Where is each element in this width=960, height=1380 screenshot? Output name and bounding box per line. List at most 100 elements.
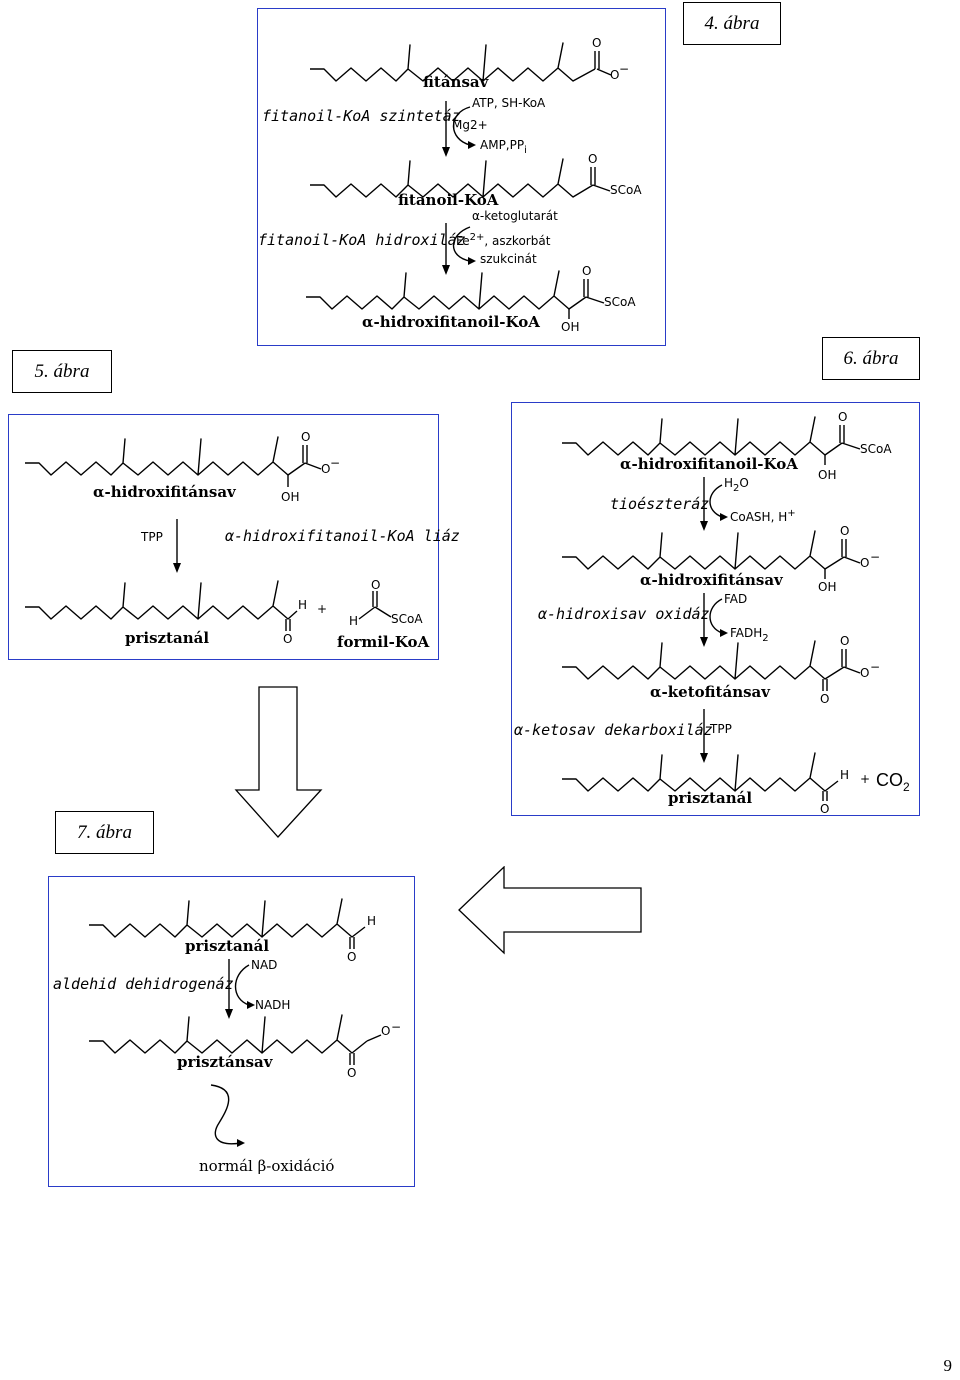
figure-label-6: 6. ábra xyxy=(822,337,920,380)
enzyme-hidroxisav-oxidaz: α-hidroxisav oxidáz xyxy=(538,605,710,623)
compound-prisztanal: prisztanál xyxy=(668,789,752,807)
charge-minus: − xyxy=(870,660,880,674)
compound-fitansav: fitánsav xyxy=(423,73,490,91)
coproduct-co2: CO2 xyxy=(876,770,910,794)
prisztanal-structure xyxy=(25,580,298,620)
atom-o: O xyxy=(860,556,869,570)
hidroxifitanoil-koa-structure xyxy=(306,270,587,310)
charge-minus: − xyxy=(391,1020,401,1034)
enzyme-tioeszteraz: tioészteráz xyxy=(610,495,709,513)
charge-minus: − xyxy=(330,456,340,470)
atom-o: O xyxy=(860,666,869,680)
figure-label-5: 5. ábra xyxy=(12,350,112,393)
atom-o: O xyxy=(347,1066,356,1080)
product-amp: AMP,PPi xyxy=(480,138,527,156)
atom-o: O xyxy=(283,632,292,646)
hidroxifitansav-structure xyxy=(25,436,306,476)
hidroxifitansav-structure xyxy=(562,530,845,570)
atom-o: O xyxy=(321,462,330,476)
atom-o: O xyxy=(840,634,849,648)
product-fadh2: FADH2 xyxy=(730,626,769,644)
figure-label-4: 4. ábra xyxy=(683,2,781,45)
atom-h: H xyxy=(840,768,849,782)
plus-sign: + xyxy=(860,772,870,786)
compound-ketofitansav: α-ketofitánsav xyxy=(650,683,771,701)
left-arrow xyxy=(458,866,642,955)
compound-fitanoil-koa: fitanoil-KoA xyxy=(398,191,499,209)
figure-5-scheme: OH O O − α-hidroxifitánsav TPP α-hidroxi… xyxy=(25,430,460,651)
group-scoa: SCoA xyxy=(604,295,636,309)
figure-label-7: 7. ábra xyxy=(55,811,154,854)
enzyme-ketosav-dekarboxilaz: α-ketosav dekarboxiláz xyxy=(514,721,713,739)
group-oh: OH xyxy=(561,320,579,334)
product-coash: CoASH, H+ xyxy=(730,508,796,524)
side-arrow xyxy=(709,484,723,518)
reagent-water: H2O xyxy=(724,476,749,494)
atom-o: O xyxy=(610,68,619,82)
atom-o: O xyxy=(371,578,380,592)
beta-oxidation-label: normál β-oxidáció xyxy=(199,1157,334,1175)
reagent-nad: NAD xyxy=(251,958,277,972)
prisztansav-structure xyxy=(89,1014,368,1054)
group-oh: OH xyxy=(818,580,836,594)
enzyme-fitanoil-koa-szintetaz: fitanoil-KoA szintetáz xyxy=(262,107,461,125)
reagent-ketoglutarat: α-ketoglutarát xyxy=(472,209,558,223)
side-arrow xyxy=(453,226,471,262)
atom-o: O xyxy=(588,152,597,166)
figure-5-panel: OH O O − α-hidroxifitánsav TPP α-hidroxi… xyxy=(8,414,460,660)
atom-o: O xyxy=(838,410,847,424)
wavy-arrow xyxy=(210,1084,242,1145)
enzyme-aldehid-dehidrogenaz: aldehid dehidrogenáz xyxy=(53,975,234,993)
group-scoa: SCoA xyxy=(860,442,892,456)
compound-formil-koa: formil-KoA xyxy=(337,633,430,651)
prisztanal-structure xyxy=(562,752,839,792)
atom-o: O xyxy=(347,950,356,964)
prisztanal-structure xyxy=(89,898,366,938)
product-nadh: NADH xyxy=(255,998,290,1012)
atom-o: O xyxy=(840,524,849,538)
figure-4-scheme: O O − fitánsav fitanoil-KoA szintetáz AT… xyxy=(258,36,642,334)
enzyme-lyase: α-hidroxifitanoil-KoA liáz xyxy=(225,527,460,545)
atom-o: O xyxy=(301,430,310,444)
atom-o: O xyxy=(582,264,591,278)
ketofitansav-structure xyxy=(562,640,845,680)
group-oh: OH xyxy=(818,468,836,482)
cofactor-tpp: TPP xyxy=(709,722,732,736)
atom-o: O xyxy=(381,1024,390,1038)
cofactor-mg: Mg2+ xyxy=(452,118,488,132)
figure-4-panel: O O − fitánsav fitanoil-KoA szintetáz AT… xyxy=(257,8,666,346)
compound-hidroxifitanoil-koa: α-hidroxifitanoil-KoA xyxy=(362,313,540,331)
compound-prisztanal: prisztanál xyxy=(125,629,209,647)
cofactor-fe-askorbat: Fe2+, aszkorbát xyxy=(456,232,551,248)
atom-h: H xyxy=(367,914,376,928)
down-arrow xyxy=(234,686,323,838)
group-oh: OH xyxy=(281,490,299,504)
figure-7-panel: O H prisztanál aldehid dehidrogenáz NAD … xyxy=(48,876,415,1187)
compound-hidroxifitansav: α-hidroxifitánsav xyxy=(93,483,237,501)
hidroxifitanoil-koa-structure xyxy=(562,416,843,456)
page-number: 9 xyxy=(943,1356,953,1375)
cofactor-tpp: TPP xyxy=(140,530,163,544)
group-scoa: SCoA xyxy=(610,183,642,197)
reagent-atp: ATP, SH-KoA xyxy=(472,96,546,110)
atom-o: O xyxy=(592,36,601,50)
compound-hidroxifitansav: α-hidroxifitánsav xyxy=(640,571,784,589)
side-arrow xyxy=(234,964,250,1006)
atom-o: O xyxy=(820,692,829,706)
compound-prisztansav: prisztánsav xyxy=(177,1053,274,1071)
figure-6-scheme: OH O SCoA α-hidroxifitanoil-KoA tioészte… xyxy=(514,410,910,816)
atom-o: O xyxy=(820,802,829,816)
side-arrow xyxy=(709,598,723,634)
fitanoil-koa-structure xyxy=(310,158,594,198)
product-szukcinat: szukcinát xyxy=(480,252,537,266)
figure-6-panel: OH O SCoA α-hidroxifitanoil-KoA tioészte… xyxy=(511,402,920,816)
compound-hidroxifitanoil-koa: α-hidroxifitanoil-KoA xyxy=(620,455,798,473)
charge-minus: − xyxy=(619,62,629,76)
group-scoa: SCoA xyxy=(391,612,423,626)
plus-sign: + xyxy=(317,602,327,616)
figure-7-scheme: O H prisztanál aldehid dehidrogenáz NAD … xyxy=(53,898,401,1175)
atom-h: H xyxy=(298,598,307,612)
charge-minus: − xyxy=(870,550,880,564)
enzyme-fitanoil-koa-hidroxilaz: fitanoil-KoA hidroxiláz xyxy=(258,231,466,249)
reagent-fad: FAD xyxy=(724,592,747,606)
